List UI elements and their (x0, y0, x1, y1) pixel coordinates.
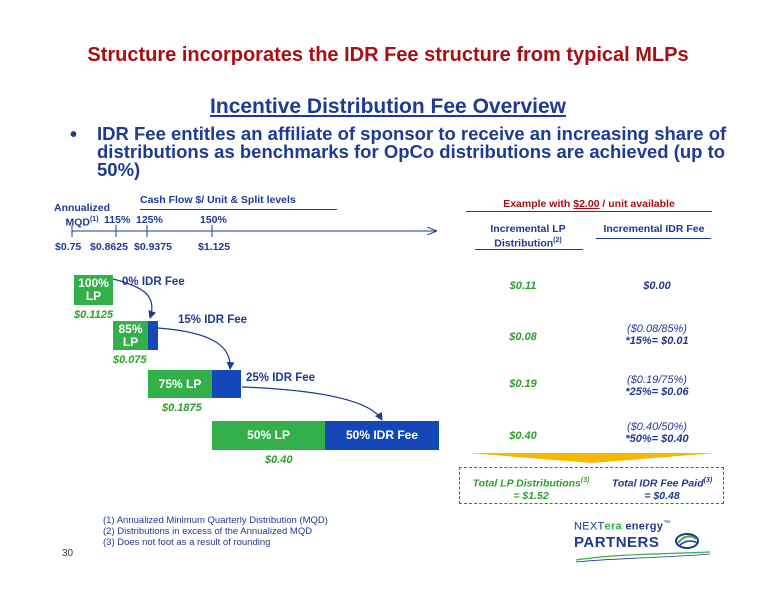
col-header-lp-sup: (2) (553, 237, 562, 244)
row1-lp: $0.11 (509, 280, 537, 292)
total-lp-sup: (3) (580, 477, 590, 484)
tick-label-09375: $0.9375 (134, 241, 172, 253)
row4-lp: $0.40 (509, 430, 537, 442)
tier2-idr-box (148, 321, 158, 350)
logo-energy: energy (621, 520, 664, 533)
total-idr-sup: (3) (703, 477, 713, 484)
example-header-amount: $2.00 (573, 198, 600, 210)
tier3-amount: $0.1875 (162, 402, 202, 414)
row2-lp: $0.08 (509, 331, 537, 343)
row3-idr-line2: *25%= $0.06 (625, 386, 689, 398)
tier2-amount: $0.075 (113, 354, 147, 366)
totals-box (459, 467, 724, 504)
total-idr-value: = $0.48 (644, 489, 680, 502)
example-header-post: / unit available (599, 198, 675, 210)
arrow-tier2-to-tier3 (157, 327, 235, 370)
example-header-underline (466, 211, 712, 212)
total-idr-label: Total IDR Fee Paid (611, 477, 704, 490)
mqd-footnote-marker: (1) (89, 216, 99, 223)
col-header-idr-underline (596, 238, 711, 239)
cash-flow-underline (140, 209, 337, 210)
logo-tm: ™ (663, 520, 671, 527)
mqd-label: MQD (65, 216, 90, 229)
annualized-label: Annualized (53, 202, 110, 214)
logo-era: era (604, 520, 622, 533)
tier4-lp-box: 50% LP (212, 421, 325, 450)
company-logo: NEXTera energy™ PARTNERS (574, 518, 724, 578)
tier3-fee-label: 25% IDR Fee (246, 372, 316, 384)
row4-idr-line2: *50%= $0.40 (625, 433, 689, 445)
bullet-text: IDR Fee entitles an affiliate of sponsor… (97, 123, 727, 180)
footnote-3: (3) Does not foot as a result of roundin… (103, 537, 271, 548)
example-header-pre: Example with (503, 198, 574, 210)
col-header-lp: Incremental LP Distribution(2) (478, 223, 578, 250)
pct-150: 150% (200, 214, 227, 226)
tier2-lp-box: 85% LP (113, 321, 148, 350)
col-header-lp-underline (475, 249, 583, 250)
tick-label-08625: $0.8625 (90, 241, 128, 253)
footnote-2: (2) Distributions in excess of the Annua… (103, 526, 313, 537)
logo-wordmark: NEXTera energy™ (574, 518, 724, 533)
example-header: Example with $2.00 / unit available (466, 198, 712, 210)
slide-title: Structure incorporates the IDR Fee struc… (87, 44, 689, 66)
row3-idr-line1: ($0.19/75%) (627, 374, 687, 386)
row2-idr-line1: ($0.08/85%) (627, 323, 687, 335)
total-lp: Total LP Distributions(3) = $1.52 (466, 475, 596, 502)
page-number: 30 (62, 548, 74, 559)
logo-next: NEXT (574, 520, 605, 533)
tier1-amount: $0.1125 (74, 309, 113, 321)
annualized-mqd-label: Annualized MQD(1) (47, 203, 117, 229)
highlight-arrow (468, 453, 716, 463)
tier4-idr-box: 50% IDR Fee (325, 421, 439, 450)
tier2-fee-label: 15% IDR Fee (178, 314, 248, 326)
col-header-idr: Incremental IDR Fee (603, 223, 705, 235)
logo-swirl-icon (675, 533, 699, 549)
tier3-lp-box: 75% LP (148, 370, 212, 398)
total-lp-value: = $1.52 (513, 489, 549, 502)
cash-flow-label: Cash Flow $/ Unit & Split levels (140, 194, 296, 206)
arrow-tier1-to-tier2 (112, 278, 157, 319)
row1-idr: $0.00 (643, 280, 671, 292)
tier1-fee-label: 0% IDR Fee (122, 276, 185, 288)
col-header-lp-text: Incremental LP Distribution (490, 223, 566, 250)
footnotes: (1) Annualized Minimum Quarterly Distrib… (103, 515, 328, 548)
slide-subtitle: Incentive Distribution Fee Overview (210, 95, 566, 118)
arrow-tier3-to-tier4 (241, 386, 383, 421)
pct-125: 125% (136, 214, 163, 226)
total-idr: Total IDR Fee Paid(3) = $0.48 (600, 475, 724, 502)
logo-underline-swoosh (575, 551, 711, 563)
tier4-amount: $0.40 (265, 454, 293, 466)
logo-partners: PARTNERS (574, 533, 660, 551)
tick-label-1125: $1.125 (198, 241, 231, 253)
pct-115: 115% (104, 214, 131, 226)
tier3-idr-box (212, 370, 241, 398)
row2-idr-line2: *15%= $0.01 (625, 335, 689, 347)
tick-label-075: $0.75 (55, 241, 82, 253)
tier1-lp-box: 100% LP (74, 275, 113, 305)
bullet-dot: • (70, 124, 78, 146)
row4-idr-line1: ($0.40/50%) (627, 421, 687, 433)
row3-lp: $0.19 (509, 378, 537, 390)
total-lp-label: Total LP Distributions (472, 477, 581, 490)
footnote-1: (1) Annualized Minimum Quarterly Distrib… (103, 515, 328, 526)
